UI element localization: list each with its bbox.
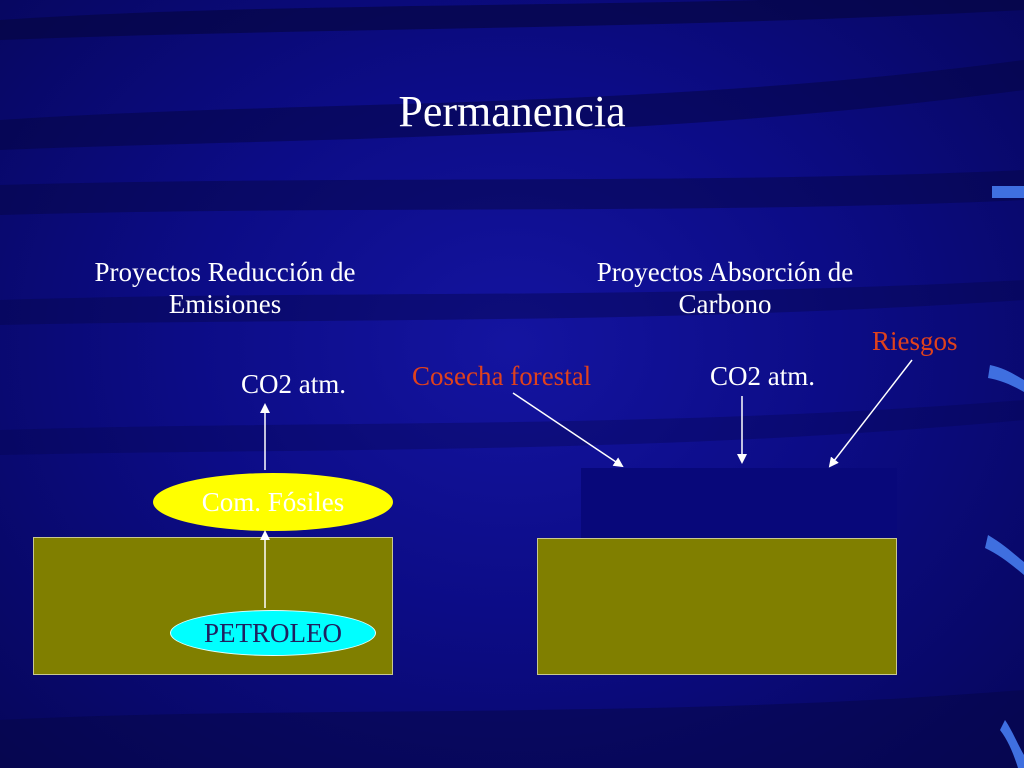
right-co2-label: CO2 atm. <box>710 361 815 391</box>
left-section-heading: Proyectos Reducción de Emisiones <box>94 257 356 320</box>
oil-ellipse: PETROLEO <box>170 610 376 656</box>
left-ground-box <box>33 537 393 675</box>
arrow-harvest <box>512 392 624 468</box>
risk-label: Riesgos <box>872 326 958 356</box>
forest-area <box>581 468 897 538</box>
arrow-risks <box>828 359 913 468</box>
harvest-label: Cosecha forestal <box>412 361 592 391</box>
slide-title: Permanencia <box>398 87 626 136</box>
right-ground-box <box>537 538 897 675</box>
fossil-fuels-label: Com. Fósiles <box>201 486 345 517</box>
fossil-fuels-ellipse: Com. Fósiles <box>153 473 393 531</box>
oil-label: PETROLEO <box>204 617 342 648</box>
right-section-heading: Proyectos Absorción de Carbono <box>596 257 854 320</box>
left-co2-label: CO2 atm. <box>241 369 346 399</box>
